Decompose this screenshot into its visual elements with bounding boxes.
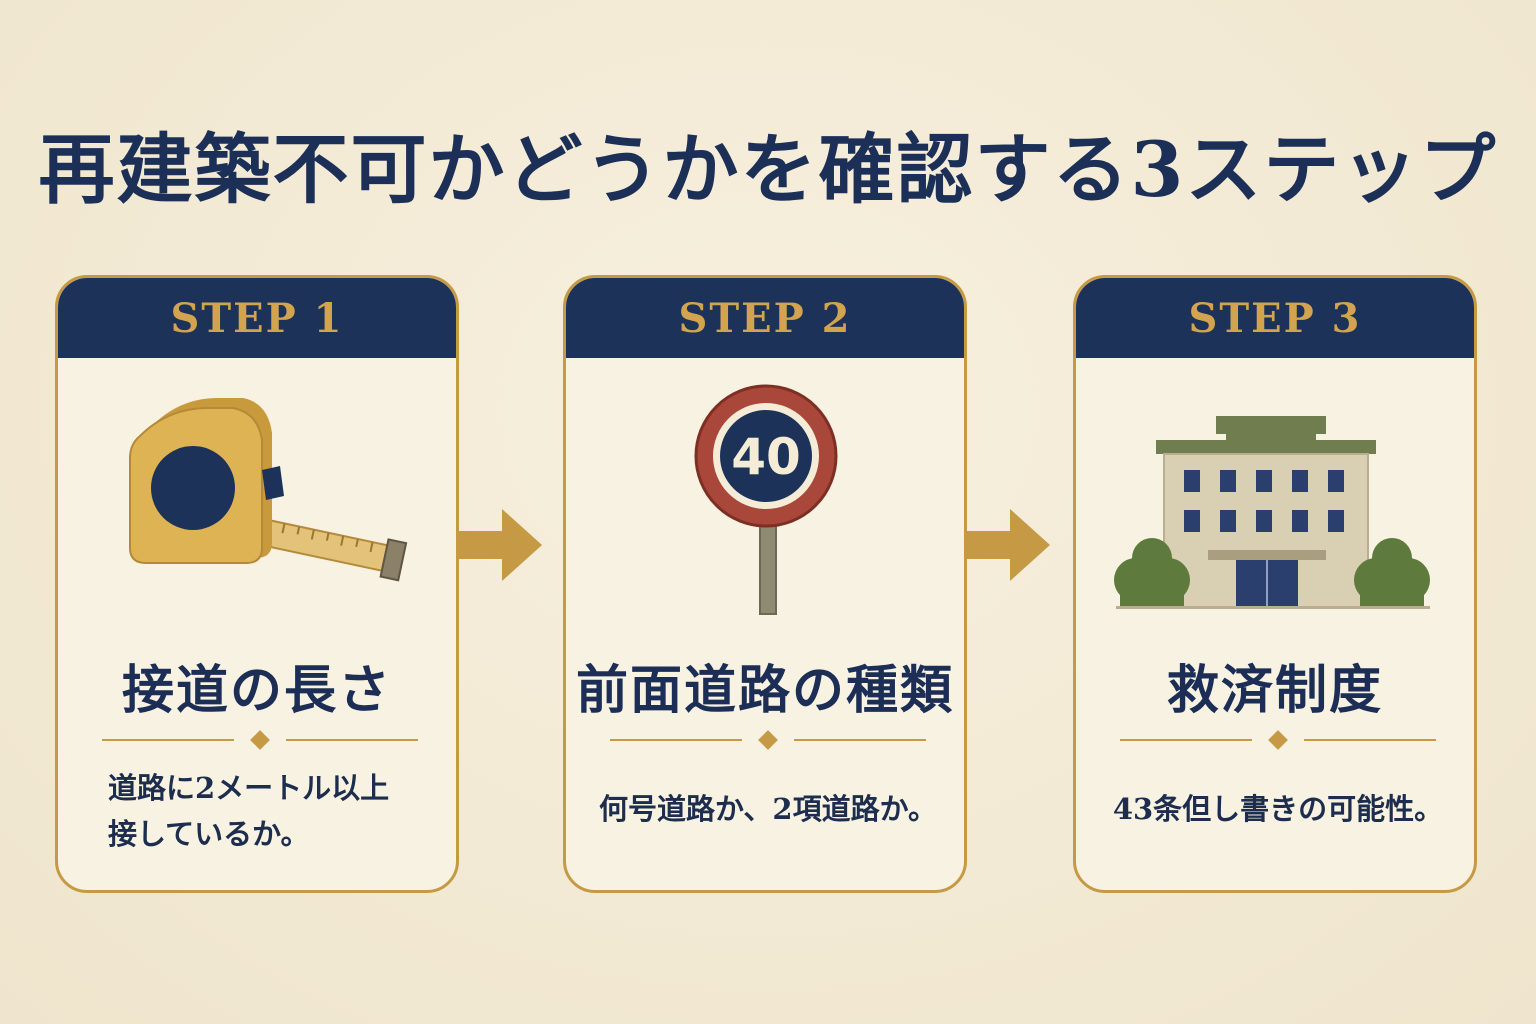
step-label-3: STEP 3 [1076, 278, 1474, 358]
divider-3 [1120, 730, 1436, 750]
divider-1 [102, 730, 418, 750]
step-card-2: STEP 2 40 前面道路の種類 何号道路か、2項道路か。 [563, 275, 967, 893]
step-card-3: STEP 3 [1073, 275, 1477, 893]
arrow-right-icon [966, 509, 1050, 581]
step-desc-1-line1: 道路に2メートル以上 [108, 771, 390, 805]
step-card-1: STEP 1 [55, 275, 459, 893]
speed-sign-number: 40 [731, 428, 801, 486]
step-heading-3: 救済制度 [1166, 660, 1383, 721]
step-desc-2: 何号道路か、2項道路か。 [598, 792, 938, 826]
speed-sign-icon: 40 [566, 358, 964, 638]
step-label-2: STEP 2 [566, 278, 964, 358]
step-desc-1-line2: 接しているか。 [108, 817, 310, 851]
step-desc-3: 43条但し書きの可能性。 [1112, 792, 1444, 826]
building-icon [1076, 358, 1474, 638]
tape-measure-icon [58, 358, 456, 638]
page-title: 再建築不可かどうかを確認する3ステップ [38, 125, 1498, 214]
step-heading-1: 接道の長さ [121, 660, 392, 721]
step-heading-2: 前面道路の種類 [575, 660, 954, 721]
divider-2 [610, 730, 926, 750]
arrow-right-icon [458, 509, 542, 581]
step-label-1: STEP 1 [58, 278, 456, 358]
